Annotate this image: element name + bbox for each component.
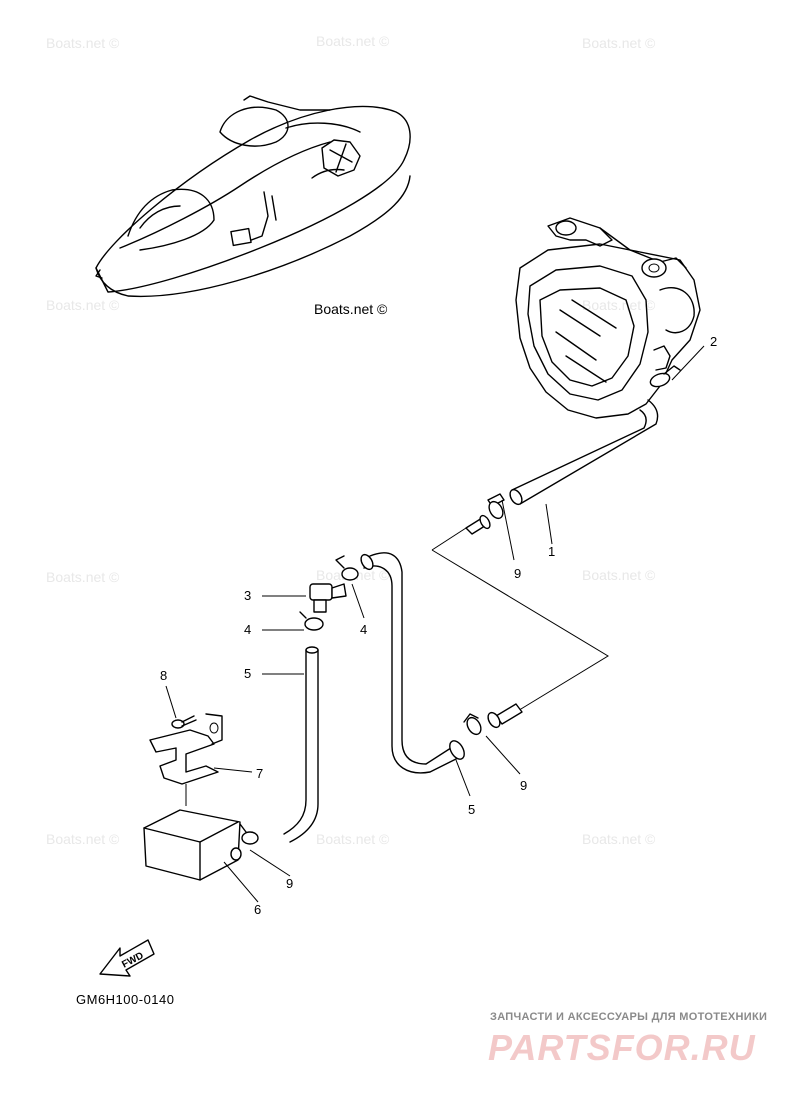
hose-clamp-2 xyxy=(649,365,681,388)
ad-logo: PARTSFOR.RU xyxy=(488,1027,756,1068)
leader-line xyxy=(431,549,609,713)
callout-1: 1 xyxy=(548,544,555,559)
forward-arrow-icon: FWD xyxy=(99,939,155,977)
screw-8 xyxy=(171,715,197,729)
callout-labels: 1 2 3 4 4 5 5 6 7 8 9 9 9 xyxy=(160,334,717,917)
callout-leaders xyxy=(165,345,705,903)
callout-7: 7 xyxy=(256,766,263,781)
callout-3: 3 xyxy=(244,588,251,603)
watermark: Boats.net © xyxy=(46,569,120,585)
watermark: Boats.net © xyxy=(582,831,656,847)
hose-5-long xyxy=(360,552,465,774)
watermark: Boats.net © xyxy=(316,33,390,49)
ad-tagline: ЗАПЧАСТИ И АКСЕССУАРЫ ДЛЯ МОТОТЕХНИКИ xyxy=(490,1011,767,1023)
bracket-7 xyxy=(149,713,223,806)
hose-clamp-9-bottom xyxy=(239,823,259,845)
hose-fitting-lower xyxy=(463,703,523,736)
callout-8: 8 xyxy=(160,668,167,683)
leader-line xyxy=(431,527,467,551)
hose-1 xyxy=(509,399,659,506)
watermark: Boats.net © xyxy=(582,297,656,313)
watermark: Boats.net © xyxy=(46,831,120,847)
watermark: Boats.net © xyxy=(46,297,120,313)
ad-watermark: ЗАПЧАСТИ И АКСЕССУАРЫ ДЛЯ МОТОТЕХНИКИ PA… xyxy=(488,1011,767,1068)
water-box-6 xyxy=(143,809,242,881)
hose-5-short xyxy=(283,646,319,843)
diagram-code: GM6H100-0140 xyxy=(76,992,175,1007)
callout-9c: 9 xyxy=(286,876,293,891)
watermark: Boats.net © xyxy=(46,35,120,51)
jet-pump-housing xyxy=(515,217,701,419)
hose-clamp-4 xyxy=(335,555,359,581)
watercraft-overview xyxy=(95,95,411,298)
elbow-fitting-3 xyxy=(309,583,347,613)
watermark: Boats.net © xyxy=(316,831,390,847)
callout-2: 2 xyxy=(710,334,717,349)
callout-6: 6 xyxy=(254,902,261,917)
callout-4: 4 xyxy=(244,622,251,637)
watermark: Boats.net © xyxy=(582,567,656,583)
watermark-layer: Boats.net © Boats.net © Boats.net © Boat… xyxy=(46,33,656,847)
hose-clamp-4-lower xyxy=(299,611,324,631)
callout-9a: 9 xyxy=(514,566,521,581)
diagram-credit: Boats.net © xyxy=(314,301,388,317)
hose-fitting-upper xyxy=(465,493,505,535)
callout-5b: 5 xyxy=(468,802,475,817)
watermark: Boats.net © xyxy=(582,35,656,51)
callout-9b: 9 xyxy=(520,778,527,793)
callout-4b: 4 xyxy=(360,622,367,637)
callout-5: 5 xyxy=(244,666,251,681)
